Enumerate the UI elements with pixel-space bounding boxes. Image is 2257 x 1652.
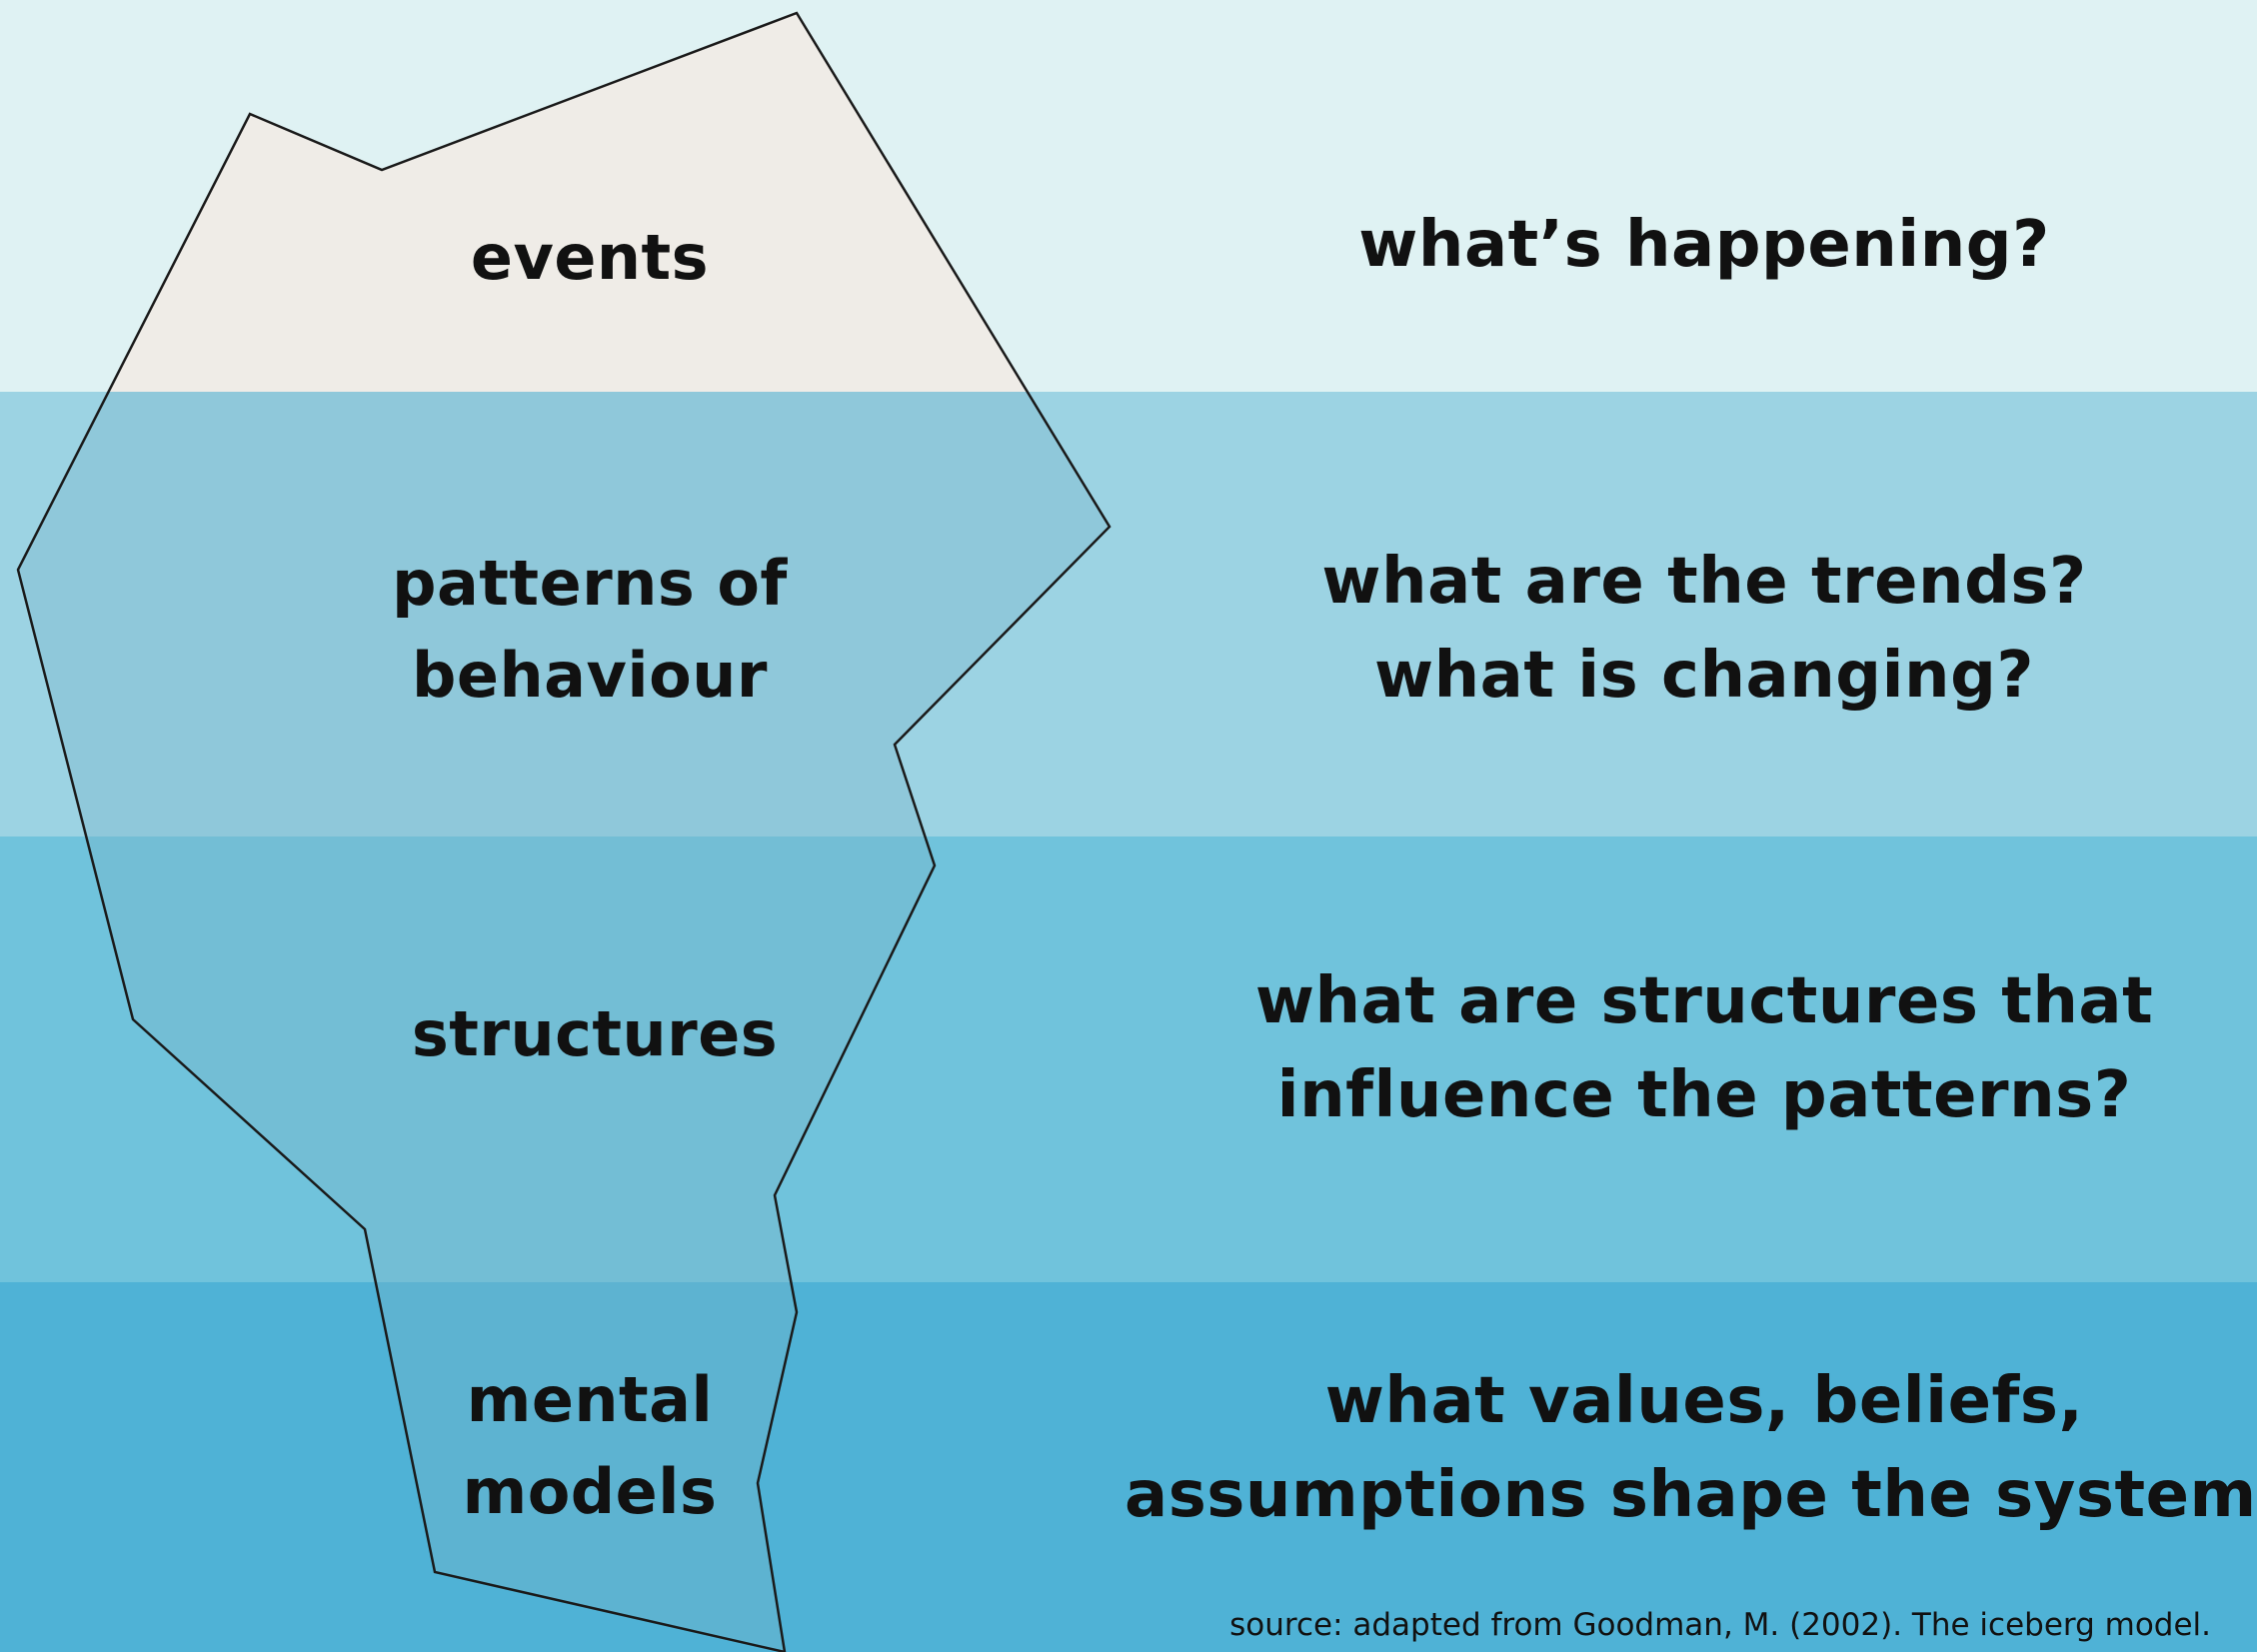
layer-label-events: events (470, 221, 710, 294)
question-events: what’s happening? (1358, 208, 2050, 282)
question-mental-models: what values, beliefs, assumptions shape … (1125, 1364, 2257, 1532)
iceberg-submerged (18, 392, 1110, 1652)
layer-band-structures (0, 836, 2257, 1282)
layer-band-patterns (0, 392, 2257, 836)
layer-label-structures: structures (411, 997, 779, 1070)
layer-band-mental-models (0, 1282, 2257, 1652)
layer-label-mental-models: mental models (462, 1363, 718, 1528)
question-structures: what are structures that influence the p… (1254, 964, 2154, 1132)
source-citation: source: adapted from Goodman, M. (2002).… (1229, 1607, 2211, 1643)
iceberg-tip (108, 13, 1028, 392)
question-patterns: what are the trends? what is changing? (1321, 545, 2087, 713)
layer-label-patterns: patterns of behaviour (392, 547, 788, 712)
iceberg-outline (16, 11, 1112, 1652)
